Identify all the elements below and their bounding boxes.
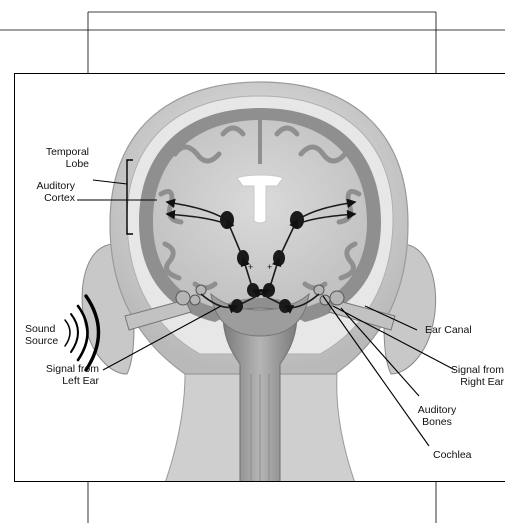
auditory-cortex-label-line2: Cortex [19,192,75,204]
auditory-bones-label-line2: Bones [407,416,467,428]
auditory-bones-label-line1: Auditory [407,404,467,416]
auditory-cortex-label: Auditory Cortex [19,180,75,204]
temporal-lobe-label-line1: Temporal [35,146,89,158]
sound-source-label-line2: Source [25,335,69,347]
sound-source-label-line1: Sound [25,323,69,335]
signal-right-label-line2: Right Ear [425,376,504,388]
auditory-cortex-label-line1: Auditory [19,180,75,192]
svg-text:+: + [248,262,253,272]
signal-from-right-ear-label: Signal from Right Ear [425,364,504,388]
auditory-bones-label: Auditory Bones [407,404,467,428]
signal-from-left-ear-label: Signal from Left Ear [19,363,99,387]
cochlea-label: Cochlea [433,449,493,461]
temporal-lobe-label-line2: Lobe [35,158,89,170]
signal-right-label-line1: Signal from [425,364,504,376]
temporal-lobe-label: Temporal Lobe [35,146,89,170]
cochlea-label-line1: Cochlea [433,449,493,461]
ear-canal-label-line1: Ear Canal [425,324,501,336]
ear-canal-label: Ear Canal [425,324,501,336]
svg-text:+: + [267,262,272,272]
sound-source-label: Sound Source [25,323,69,347]
signal-left-label-line2: Left Ear [19,375,99,387]
figure-frame: + + Temporal Lobe Auditory Cortex Sou [14,73,505,482]
signal-left-label-line1: Signal from [19,363,99,375]
